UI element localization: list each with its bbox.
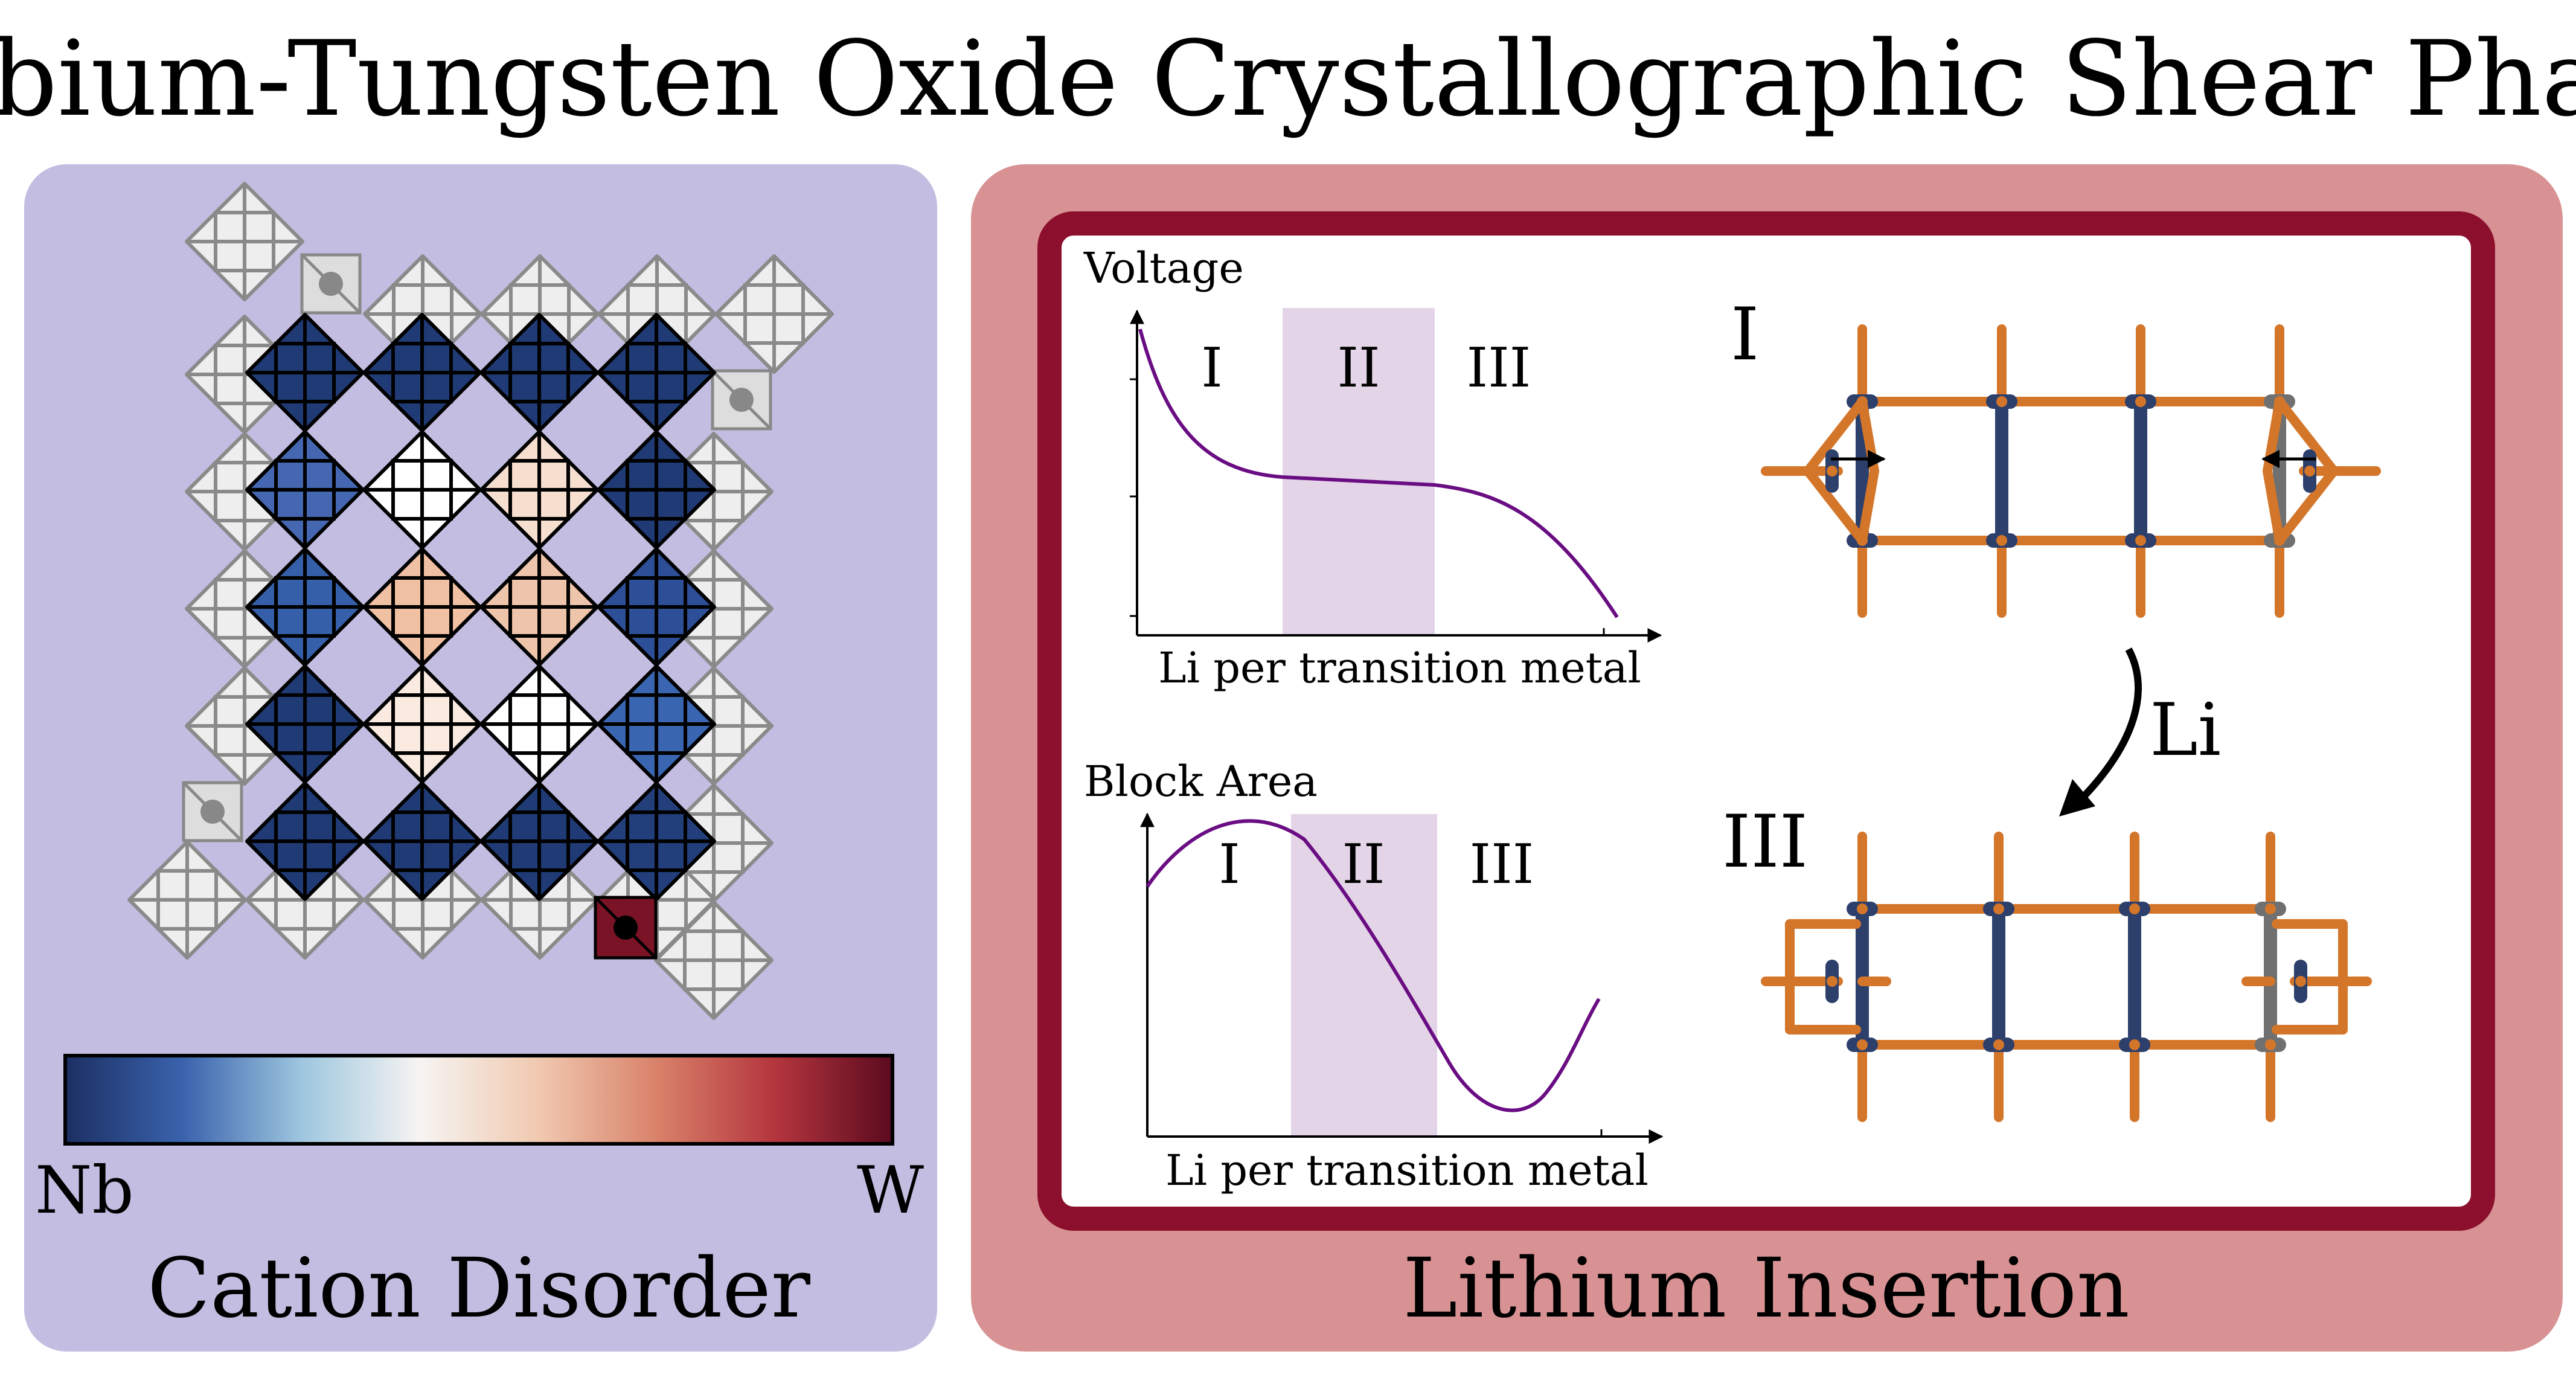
bond [1803,397,1867,476]
area-region-label: II [1342,833,1385,896]
block-area-plot: Block Area Li per transition metal I II … [1084,757,1664,1195]
block-octahedron [245,547,365,667]
area-xlabel: Li per transition metal [1165,1146,1648,1195]
voltage-ylabel: Voltage [1083,243,1244,293]
lithiation-arrow-label: Li [2150,688,2221,772]
colorbar-min-label: Nb [35,1153,134,1228]
edge-octahedron [654,900,774,1020]
voltage-plot: Voltage Li per transition metal I II III [1083,243,1662,693]
colorbar-max-label: W [857,1153,924,1228]
structure-label-phase-i: I [1731,293,1759,377]
lithiation-arrow [2074,647,2142,806]
block-octahedron [245,664,365,784]
lithiation-arrowhead [2059,779,2095,816]
atom [1827,976,1837,987]
bond [1803,466,1867,545]
atom [1857,903,1868,914]
edge-octahedron [127,840,247,960]
structure-phase-iii [1761,832,2372,1122]
edge-octahedron [185,182,304,301]
octahedra-lattice [127,182,834,1020]
area-region-label: I [1219,833,1240,896]
voltage-curve [1138,329,1619,618]
block-octahedron [597,430,716,550]
tetrahedral-site-highlight [594,896,658,960]
atom [1996,535,2007,546]
atom [1993,903,2004,914]
edge-octahedron [714,254,834,374]
atom [1993,1039,2004,1050]
atom [2129,903,2140,914]
structure-phase-i [1761,324,2381,618]
bond [1857,466,1879,545]
tetrahedral-site [182,781,243,842]
bond [2275,397,2339,476]
atom [2265,1039,2276,1050]
voltage-region-label: II [1337,336,1380,400]
atom [2295,976,2306,987]
tetrahedral-site [300,253,362,315]
block-octahedron [479,664,599,784]
area-region-label: III [1470,833,1534,896]
atom [2135,396,2146,407]
bond [2275,466,2339,545]
block-octahedron [479,781,599,901]
block-octahedron [479,313,599,432]
atom [1996,396,2007,407]
structure-label-phase-iii: III [1722,800,1808,884]
block-octahedron [362,781,482,901]
atom [2304,466,2315,476]
atom [2135,535,2146,546]
block-octahedron [245,781,365,901]
left-panel-caption: Cation Disorder [147,1241,811,1336]
block-octahedron [362,430,482,550]
bond [2263,466,2284,545]
voltage-region-ii-shade [1283,308,1435,634]
area-ylabel: Block Area [1084,757,1318,806]
atom [1827,466,1837,476]
voltage-xlabel: Li per transition metal [1158,643,1641,693]
block-octahedron [479,430,599,550]
block-octahedron [245,313,365,432]
area-curve [1145,819,1601,1112]
area-region-ii-shade [1291,814,1437,1137]
voltage-region-label: III [1467,336,1531,400]
colorbar [63,1054,894,1146]
atom [2265,903,2276,914]
atom [1857,1039,1868,1050]
tetrahedral-site [711,369,772,431]
figure-title: Niobium-Tungsten Oxide Crystallographic … [0,18,2576,140]
block-octahedron [479,547,599,667]
voltage-region-label: I [1201,336,1223,400]
atom [2129,1039,2140,1050]
block-octahedron [597,547,716,667]
block-octahedron [597,781,716,901]
right-panel-caption: Lithium Insertion [1403,1241,2130,1336]
